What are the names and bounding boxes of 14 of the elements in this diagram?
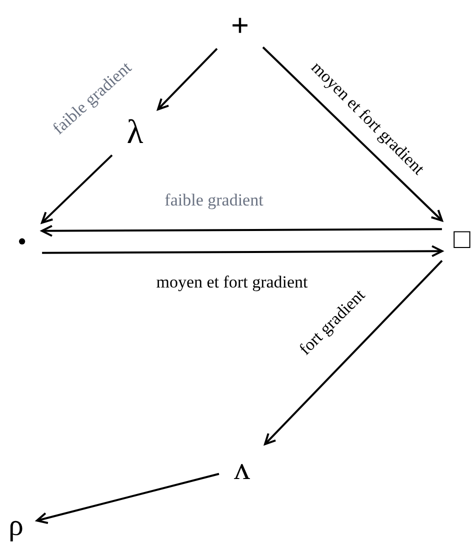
symbol: ʌ xyxy=(229,453,255,483)
symbol: □ xyxy=(452,227,472,253)
arrow xyxy=(262,46,443,222)
symbol: + xyxy=(227,10,253,40)
edge-label: moyen et fort gradient xyxy=(154,274,310,290)
arrow xyxy=(42,245,444,258)
arrow xyxy=(40,224,442,237)
symbol: ρ xyxy=(5,512,27,540)
arrow xyxy=(157,48,218,110)
arrow xyxy=(264,260,443,446)
arrow xyxy=(36,472,220,524)
symbol: • xyxy=(12,230,32,254)
edge-label: faible gradient xyxy=(162,192,266,208)
arrow xyxy=(41,154,113,224)
